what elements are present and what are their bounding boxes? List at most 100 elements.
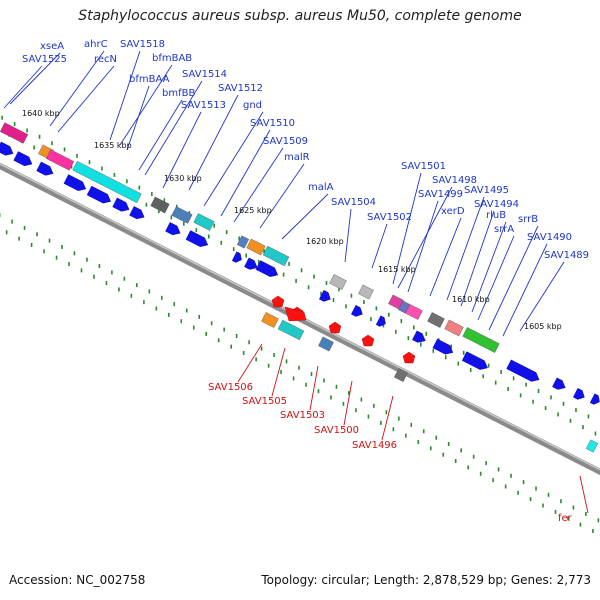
gene-label-SAV1501: SAV1501: [401, 161, 446, 172]
orf-arrow-9: [231, 251, 242, 263]
gene-label-bfmBAA: bfmBAA: [129, 74, 170, 85]
leader-line-reverse: [381, 395, 394, 441]
gene-label-srrB: srrB: [518, 214, 538, 225]
orf-arrow-20: [573, 388, 585, 400]
scale-label: 1605 kbp: [524, 322, 562, 331]
accession-label: Accession: NC_002758: [9, 573, 146, 587]
gene-label-SAV1496: SAV1496: [352, 440, 397, 451]
reverse-gene-wide: [284, 306, 307, 322]
gene-box-20: [318, 336, 334, 352]
orf-arrow-19: [552, 377, 566, 390]
orf-arrow-6: [129, 206, 145, 220]
reverse-gene-0: [271, 295, 285, 308]
leader-line: [49, 50, 105, 127]
gene-box-17: [462, 327, 500, 353]
gene-label-SAV1489: SAV1489: [544, 250, 589, 261]
orf-arrows: [0, 141, 600, 405]
gene-label-SAV1494: SAV1494: [474, 199, 519, 210]
backbone-highlight: [0, 163, 600, 471]
scale-label: 1635 kbp: [94, 141, 132, 150]
genome-summary: Topology: circular; Length: 2,878,529 bp…: [261, 573, 591, 587]
gene-label-xseA: xseA: [40, 41, 64, 52]
gene-label-SAV1500: SAV1500: [314, 425, 359, 436]
scale-label: 1615 kbp: [378, 265, 416, 274]
scale-label: 1630 kbp: [164, 174, 202, 183]
gene-label-SAV1504: SAV1504: [331, 197, 376, 208]
scale-label: 1625 kbp: [234, 206, 272, 215]
gene-box-4: [150, 196, 170, 214]
gene-label-bmfBB: bmfBB: [162, 88, 195, 99]
gene-box-14: [405, 304, 423, 320]
gene-label-SAV1498: SAV1498: [432, 175, 477, 186]
gene-label-SAV1505: SAV1505: [242, 396, 287, 407]
leader-line: [188, 94, 239, 191]
orf-arrow-17: [461, 351, 488, 370]
leader-line-reverse: [343, 380, 353, 426]
gene-label-SAV1510: SAV1510: [250, 118, 295, 129]
leader-line: [407, 200, 439, 293]
gene-label-SAV1518: SAV1518: [120, 39, 165, 50]
gene-box-19: [277, 319, 305, 341]
gene-label-recN: recN: [94, 54, 117, 65]
gene-label-SAV1506: SAV1506: [208, 382, 253, 393]
page-title: Staphylococcus aureus subsp. aureus Mu50…: [78, 8, 522, 24]
leader-line: [144, 80, 203, 176]
gene-box-21: [394, 368, 408, 382]
orf-arrow-4: [86, 185, 111, 204]
orf-arrow-15: [412, 330, 426, 343]
leader-line: [392, 172, 422, 285]
backbone-line: [0, 162, 600, 476]
gene-box-9: [262, 245, 290, 267]
gene-label-rluB: rluB: [486, 210, 506, 221]
gene-label-srrA: srrA: [494, 224, 514, 235]
leader-line: [233, 147, 284, 223]
leader-line: [281, 193, 329, 240]
gene-label-SAV1499: SAV1499: [418, 189, 463, 200]
orf-arrow-10: [244, 257, 258, 270]
gene-label-gnd: gnd: [243, 100, 262, 111]
leader-line: [109, 50, 141, 141]
leader-line: [371, 223, 388, 269]
gene-label-SAV1512: SAV1512: [218, 83, 263, 94]
orf-arrow-14: [375, 315, 386, 327]
orf-arrow-13: [351, 305, 363, 317]
leader-line: [471, 221, 507, 313]
reverse-gene-2: [328, 321, 342, 334]
reverse-gene-3: [361, 334, 375, 347]
gene-label-SAV1495: SAV1495: [464, 185, 509, 196]
orf-arrow-1: [13, 151, 33, 167]
leader-line: [220, 129, 271, 217]
gene-label-SAV1490: SAV1490: [527, 232, 572, 243]
gene-label-malA: malA: [308, 182, 334, 193]
scale-label: 1610 kbp: [452, 295, 490, 304]
gene-box-7: [236, 235, 250, 249]
leader-line: [344, 208, 352, 263]
gene-features: [0, 122, 599, 453]
gene-box-8: [246, 238, 266, 256]
orf-arrow-5: [112, 197, 130, 212]
gene-box-11: [358, 284, 374, 300]
gene-label-SAV1525: SAV1525: [22, 54, 67, 65]
leader-line: [9, 52, 61, 105]
orf-arrow-8: [185, 230, 209, 247]
orf-arrow-3: [63, 174, 87, 191]
label-leader-lines: [3, 50, 589, 514]
gene-label-fer: fer: [558, 513, 573, 524]
orf-arrow-18: [506, 359, 540, 382]
leader-line: [519, 261, 565, 332]
leader-line: [446, 196, 485, 301]
gene-box-18: [261, 312, 279, 328]
orf-arrow-21: [589, 393, 600, 405]
gene-box-10: [329, 274, 347, 290]
leader-line: [126, 85, 150, 151]
leader-line: [259, 163, 305, 229]
gene-label-SAV1514: SAV1514: [182, 69, 227, 80]
leader-line: [119, 64, 173, 146]
gene-label-SAV1513: SAV1513: [181, 100, 226, 111]
orf-arrow-12: [319, 290, 331, 302]
leader-line: [3, 65, 43, 109]
leader-line: [162, 111, 202, 189]
leader-line: [397, 186, 453, 289]
